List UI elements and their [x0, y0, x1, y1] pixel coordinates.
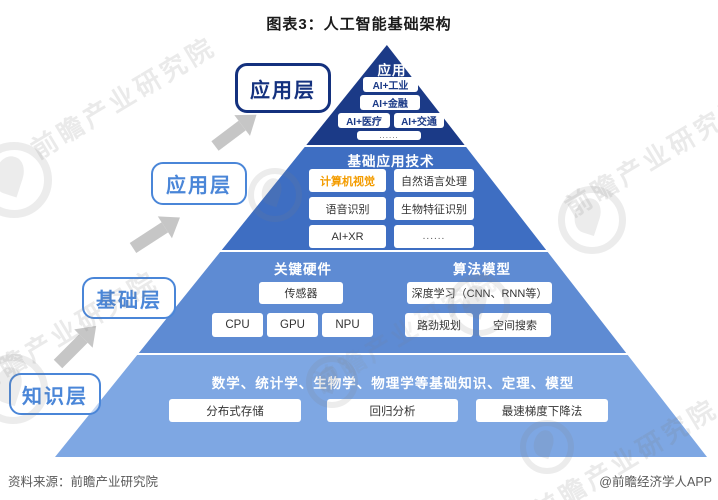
tier3-item: 路劲规划	[405, 313, 473, 337]
tier2-item: 语音识别	[309, 197, 386, 220]
tier2-item-ellipsis: ......	[394, 225, 474, 248]
tier2-item: 生物特征识别	[394, 197, 474, 220]
layer-label-application-top: 应用层	[235, 63, 331, 113]
tier3-item: 传感器	[259, 282, 343, 304]
tier1-header: 应用	[377, 63, 407, 78]
tier3-item: CPU	[212, 313, 263, 337]
chart-title: 图表3：人工智能基础架构	[266, 16, 452, 33]
layer-label-knowledge: 知识层	[9, 373, 101, 415]
tier4-header: 数学、统计学、生物学、物理学等基础知识、定理、模型	[211, 376, 575, 391]
layer-label-foundation: 基础层	[82, 277, 176, 319]
tier3-algorithm-header: 算法模型	[453, 262, 511, 277]
tier3-item: 深度学习（CNN、RNN等）	[407, 282, 552, 304]
tier1-item: AI+金融	[360, 95, 420, 110]
tier3-hardware-header: 关键硬件	[274, 262, 332, 277]
tier2-item: 自然语言处理	[394, 169, 474, 192]
tier4-item: 回归分析	[327, 399, 458, 422]
tier3-item: 空间搜索	[479, 313, 551, 337]
tier1-item: AI+交通	[394, 113, 444, 128]
layer-label-application: 应用层	[151, 162, 247, 205]
tier4-item: 分布式存储	[169, 399, 301, 422]
up-arrow-icon	[129, 216, 180, 254]
tier1-item: AI+工业	[363, 77, 418, 92]
tier1-item-ellipsis: ......	[357, 131, 421, 140]
tier2-header: 基础应用技术	[347, 154, 435, 169]
up-arrow-icon	[211, 114, 257, 151]
tier2-item-highlighted: 计算机视觉	[309, 169, 386, 192]
tier1-item: AI+医疗	[338, 113, 390, 128]
tier3-item: NPU	[322, 313, 373, 337]
up-arrow-icon	[53, 325, 97, 369]
footer-credit: @前瞻经济学人APP	[599, 475, 712, 489]
footer-source: 资料来源：前瞻产业研究院	[8, 475, 159, 489]
tier4-item: 最速梯度下降法	[476, 399, 608, 422]
tier2-item: AI+XR	[309, 225, 386, 248]
tier3-item: GPU	[267, 313, 318, 337]
